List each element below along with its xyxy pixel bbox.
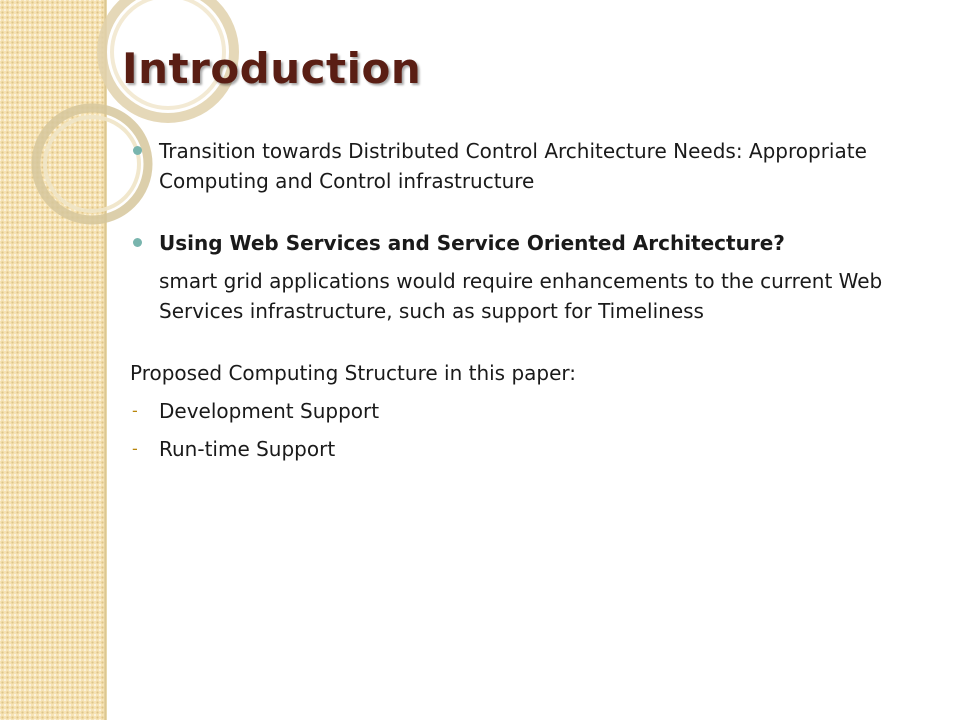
list-item: - Run-time Support	[130, 434, 910, 464]
dash-marker: -	[132, 439, 138, 458]
bullet-item: Using Web Services and Service Oriented …	[130, 228, 910, 258]
bullet-text: Transition towards Distributed Control A…	[159, 139, 867, 193]
decorative-rings-icon	[31, 0, 239, 225]
list-item-text: Development Support	[159, 399, 380, 423]
side-divider	[104, 0, 107, 720]
bullet-dot-icon	[133, 238, 142, 247]
bullet-text: Using Web Services and Service Oriented …	[159, 231, 785, 255]
bullet-item: Transition towards Distributed Control A…	[130, 136, 910, 196]
slide-title: Introduction	[122, 44, 422, 93]
body-paragraph: smart grid applications would require en…	[159, 269, 883, 323]
slide-content: Transition towards Distributed Control A…	[130, 136, 910, 464]
bullet-dot-icon	[133, 146, 142, 155]
proposed-heading: Proposed Computing Structure in this pap…	[130, 361, 577, 385]
list-item-text: Run-time Support	[159, 437, 336, 461]
list-item: - Development Support	[130, 396, 910, 426]
dash-marker: -	[132, 401, 138, 420]
